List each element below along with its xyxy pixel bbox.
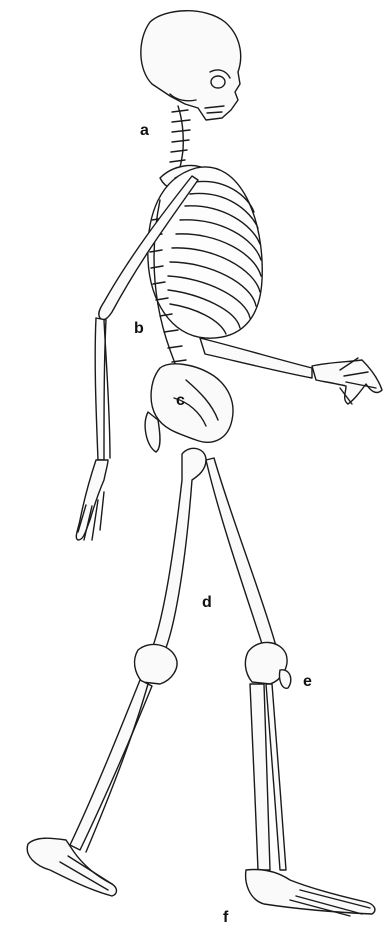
rib-cage — [148, 167, 262, 338]
pelvis — [145, 364, 233, 452]
label-b: b — [134, 320, 144, 337]
label-c: c — [176, 392, 185, 409]
leading-leg — [206, 458, 375, 916]
trailing-leg — [27, 448, 206, 896]
label-a: a — [140, 122, 149, 139]
label-e: e — [303, 673, 312, 690]
skull — [141, 11, 241, 120]
label-f: f — [223, 909, 229, 926]
label-d: d — [202, 594, 212, 611]
